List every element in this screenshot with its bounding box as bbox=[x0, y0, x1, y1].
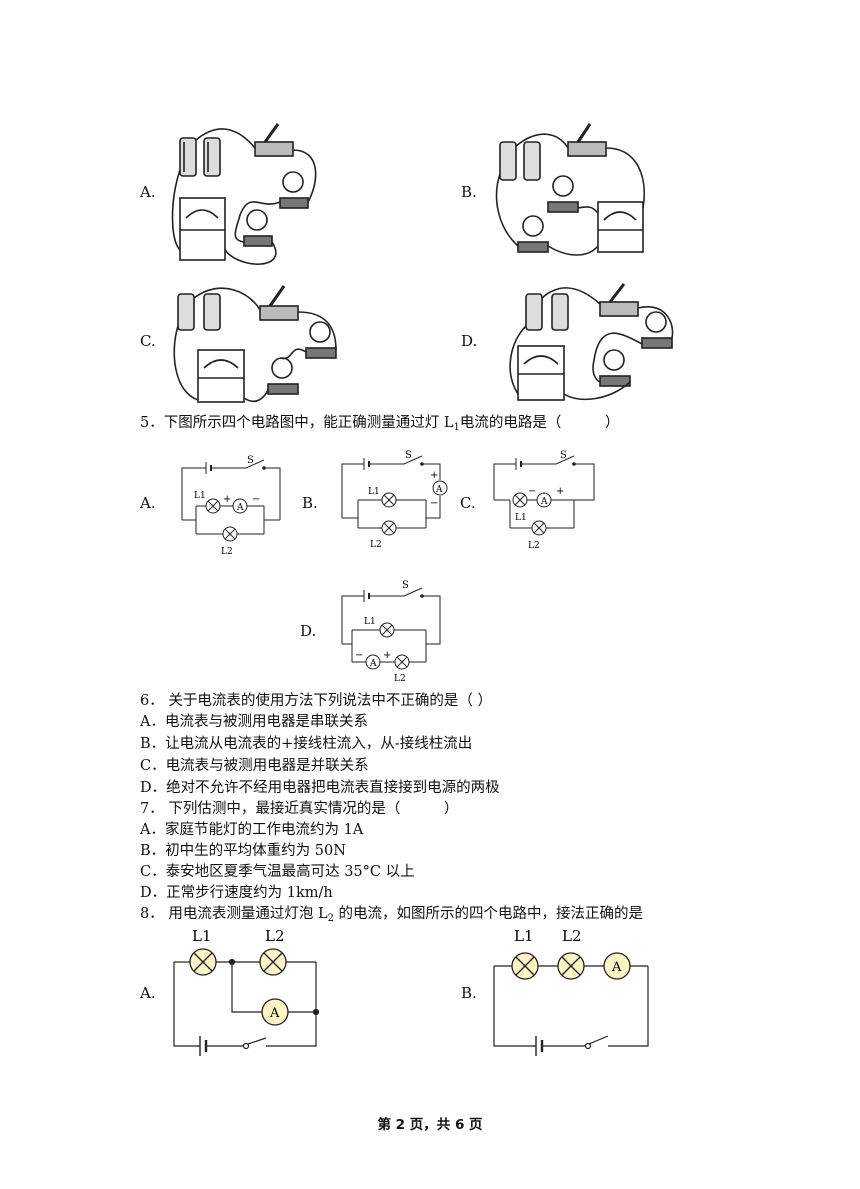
q8-circuit-b: L1 L2 A bbox=[493, 927, 649, 1056]
q4-option-a-label: A. bbox=[140, 183, 156, 201]
q5b-plus-label: + bbox=[430, 470, 438, 481]
q5c-ammeter-label: A bbox=[540, 497, 548, 507]
q5b-minus-label: − bbox=[430, 498, 438, 509]
q5c-minus-label: − bbox=[528, 486, 536, 497]
q5b-switch-label: S bbox=[405, 450, 412, 461]
page-footer: 第 2 页，共 6 页 bbox=[377, 1117, 483, 1133]
q7-option-c: C．泰安地区夏季气温最高可达 35°C 以上 bbox=[140, 864, 415, 880]
q5c-plus-label: + bbox=[556, 486, 564, 497]
q8b-lamp2-label: L2 bbox=[562, 927, 582, 945]
q5d-plus-label: + bbox=[383, 650, 391, 661]
q6-stem: 6． 关于电流表的使用方法下列说法中不正确的是（ ） bbox=[140, 693, 492, 709]
q5-circuit-b: S A + − L1 L2 bbox=[341, 450, 448, 550]
q4-physical-circuit-a bbox=[171, 123, 317, 265]
q8-stem: 8． 用电流表测量通过灯泡 L2 的电流，如图所示的四个电路中，接法正确的是 bbox=[140, 905, 643, 924]
q5-stem-subscript: 1 bbox=[453, 422, 460, 433]
q7-option-a: A．家庭节能灯的工作电流约为 1A bbox=[140, 822, 364, 838]
q5-circuit-a: S L1 A + − L2 bbox=[181, 455, 281, 557]
q4-physical-circuit-c bbox=[173, 285, 337, 403]
q5d-switch-label: S bbox=[402, 580, 409, 591]
q5d-lamp2-label: L2 bbox=[394, 674, 406, 684]
q5-stem: 5．下图所示四个电路图中，能正确测量通过灯 L1电流的电路是（ ） bbox=[140, 414, 619, 433]
q5b-lamp2-label: L2 bbox=[370, 540, 382, 550]
q6-option-c: C．电流表与被测用电器是并联关系 bbox=[140, 758, 369, 774]
q4-option-c-label: C. bbox=[140, 332, 156, 350]
q5b-lamp1-label: L1 bbox=[368, 487, 380, 497]
q8a-lamp2-label: L2 bbox=[265, 927, 285, 945]
q8-stem-text: 8． 用电流表测量通过灯泡 L bbox=[140, 906, 328, 922]
q5d-lamp1-label: L1 bbox=[364, 617, 376, 627]
q6-option-d: D．绝对不允许不经用电器把电流表直接接到电源的两极 bbox=[140, 780, 500, 796]
q5a-lamp1-label: L1 bbox=[194, 491, 206, 501]
q8-stem-tail: 的电流，如图所示的四个电路中，接法正确的是 bbox=[333, 906, 644, 922]
q5-option-a-label: A. bbox=[140, 494, 156, 512]
q5-circuit-c: S A − + L1 L2 bbox=[493, 450, 595, 551]
q5a-lamp2-label: L2 bbox=[221, 547, 233, 557]
q5-number: 5． bbox=[140, 415, 164, 431]
q8a-lamp1-label: L1 bbox=[192, 927, 212, 945]
q8-option-a-label: A. bbox=[140, 984, 156, 1002]
q5-circuit-d: S L1 A − + L2 bbox=[341, 580, 441, 684]
q5d-minus-label: − bbox=[355, 650, 363, 661]
q8-option-b-label: B. bbox=[461, 984, 477, 1002]
q6-option-a: A．电流表与被测用电器是串联关系 bbox=[140, 714, 368, 730]
q5d-ammeter-label: A bbox=[369, 659, 377, 669]
q5a-plus-label: + bbox=[223, 494, 231, 505]
q5a-ammeter-label: A bbox=[236, 503, 244, 513]
q8b-lamp1-label: L1 bbox=[514, 927, 534, 945]
q7-stem: 7． 下列估测中，最接近真实情况的是（ ） bbox=[140, 801, 459, 817]
q5-option-d-label: D. bbox=[300, 622, 317, 640]
q8b-ammeter-label: A bbox=[611, 960, 622, 975]
q4-option-d-label: D. bbox=[461, 332, 478, 350]
q4-option-b-label: B. bbox=[461, 183, 477, 201]
q5c-lamp2-label: L2 bbox=[528, 541, 540, 551]
q5c-switch-label: S bbox=[560, 450, 567, 461]
q5a-switch-label: S bbox=[247, 455, 254, 466]
q4-physical-circuit-b bbox=[495, 123, 645, 256]
q8a-ammeter-label: A bbox=[269, 1006, 280, 1021]
q5-option-c-label: C. bbox=[460, 494, 476, 512]
q4-physical-circuit-d bbox=[509, 283, 674, 401]
q7-option-d: D．正常步行速度约为 1km/h bbox=[140, 885, 333, 901]
q8-stem-subscript: 2 bbox=[327, 913, 334, 924]
q8-circuit-a: L1 L2 A bbox=[173, 927, 320, 1056]
q5b-ammeter-label: A bbox=[435, 485, 443, 495]
q5a-minus-label: − bbox=[252, 494, 260, 505]
q5c-lamp1-label: L1 bbox=[515, 513, 527, 523]
q5-stem-text: 下图所示四个电路图中，能正确测量通过灯 L bbox=[163, 415, 454, 431]
q5-option-b-label: B. bbox=[302, 494, 318, 512]
q7-option-b: B．初中生的平均体重约为 50N bbox=[140, 843, 346, 859]
q5-stem-tail: 电流的电路是（ ） bbox=[459, 415, 620, 431]
q6-option-b: B．让电流从电流表的+接线柱流入，从-接线柱流出 bbox=[140, 736, 473, 752]
